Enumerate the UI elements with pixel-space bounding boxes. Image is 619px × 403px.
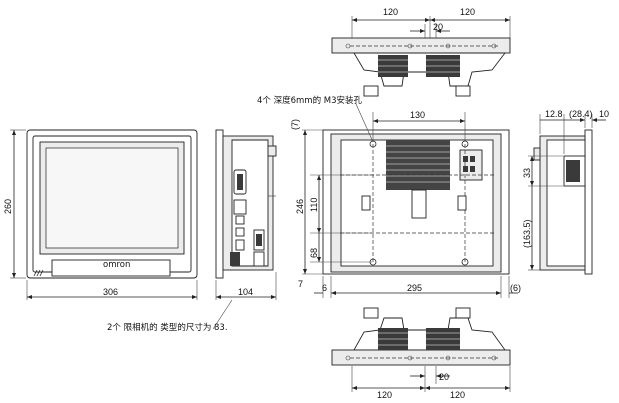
top-view: 120 120 20 [331,7,511,97]
rear-dim-height: 246 [295,199,305,214]
right-dim-163-5: (163.5) [522,219,532,248]
rear-dim-offset-bottom: 7 [298,279,303,289]
top-dim-center: 20 [433,22,443,32]
bottom-dim-left: 120 [377,390,392,400]
bottom-dim-center: 20 [439,372,449,382]
front-dim-width: 306 [103,287,118,297]
rear-dim-top: 130 [410,110,425,120]
right-dim-12-8: 12.8 [545,109,563,119]
bottom-dim-right: 120 [450,390,465,400]
right-dim-28-4: (28.4) [569,109,593,119]
rear-dim-left: 6 [322,283,327,293]
brand-label: omron [103,260,130,270]
rear-view: 4个 深度6mm的 M3安装孔 130 (7) 246 110 68 7 [257,95,521,298]
bottom-view: 20 120 120 [331,307,511,400]
side-dim-depth: 104 [238,287,253,297]
rear-dim-110: 110 [309,198,319,212]
rear-dim-68: 68 [309,248,319,258]
right-dim-33: 33 [522,168,532,178]
front-dim-height: 260 [3,199,13,214]
right-dim-10: 10 [599,109,609,119]
top-dim-left: 120 [383,7,398,17]
rear-dim-right: (6) [510,283,521,293]
rear-dim-width: 295 [407,283,422,293]
right-side-view: 12.8 (28.4) 10 33 (163.5) [522,109,609,275]
footnote-text: 2个 限相机的 类型的尺寸为 83. [107,322,228,333]
rear-dim-offset-top: (7) [290,119,300,130]
hole-note: 4个 深度6mm的 M3安装孔 [257,95,363,106]
top-dim-right: 120 [460,7,475,17]
footnote: 2个 限相机的 类型的尺寸为 83. [107,299,233,333]
side-view: 104 [215,129,277,300]
front-view: omron 260 306 [3,129,198,300]
